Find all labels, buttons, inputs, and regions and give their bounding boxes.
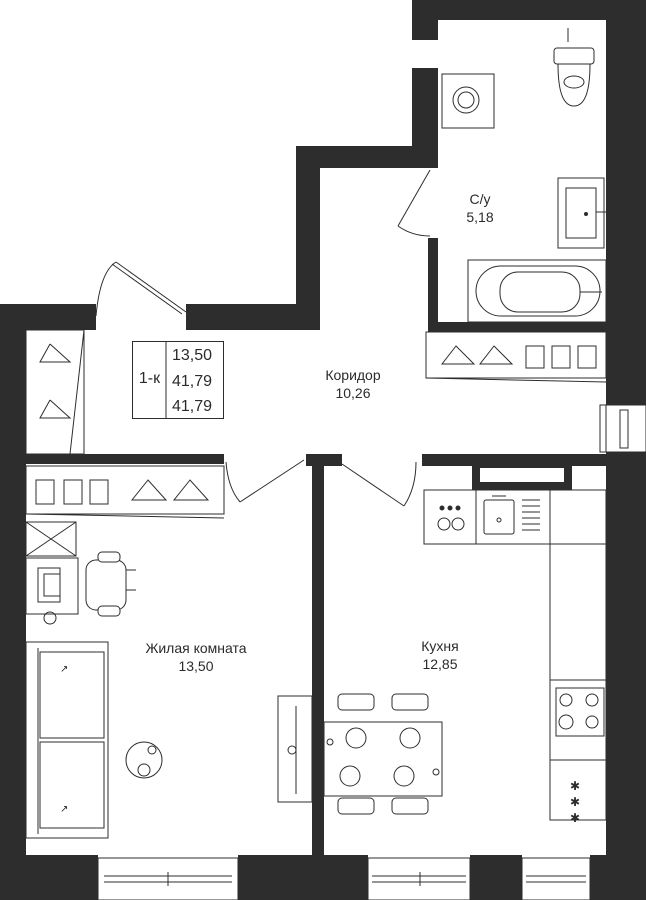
wardrobe-right [425,331,607,383]
desk-icon [25,521,79,625]
office-chair-icon [85,551,136,617]
kitchen-label: Кухня 12,85 [400,637,480,673]
living-room-name: Жилая комната [145,640,247,656]
kitchen-name: Кухня [421,638,459,654]
svg-text:↗: ↗ [60,804,68,815]
corridor-name: Коридор [325,367,381,383]
bathroom-area: 5,18 [466,209,494,225]
wardrobe-living [25,465,225,519]
living-room-area: 13,50 [178,658,214,674]
fridge-icon: ✱ ✱ ✱ [570,779,580,825]
corridor-area: 10,26 [335,385,371,401]
toilet-icon [553,47,595,107]
bathroom-name: С/у [469,191,491,207]
windows [97,404,646,900]
living-room-label: Жилая комната 13,50 [126,639,266,675]
svg-text:↗: ↗ [60,664,68,675]
bathroom-label: С/у 5,18 [440,190,520,226]
dining-table-icon [323,693,443,815]
sofa-icon: ↗ ↗ [25,641,109,839]
svg-text:✱: ✱ [570,795,580,809]
total-area-value-2: 41,79 [172,398,213,415]
apartment-info-box [132,341,224,419]
svg-text:✱: ✱ [570,779,580,793]
dishwasher-icon [437,505,465,531]
living-area-value: 13,50 [172,347,213,364]
bathtub-icon [467,259,607,323]
svg-text:✱: ✱ [570,811,580,825]
ottoman-icon [125,741,163,779]
apartment-type: 1-к [138,370,161,387]
kitchen-counter [423,489,607,821]
washing-machine-icon [441,73,495,129]
sink-icon [557,177,606,249]
wardrobe-left [25,329,85,455]
kitchen-sink-icon [483,495,540,535]
total-area-value: 41,79 [172,373,213,390]
tv-stand-icon [277,695,313,803]
doors [95,169,431,507]
corridor-label: Коридор 10,26 [303,366,403,402]
kitchen-area: 12,85 [422,656,458,672]
stove-icon [555,687,605,737]
vent-blocks [440,28,598,60]
